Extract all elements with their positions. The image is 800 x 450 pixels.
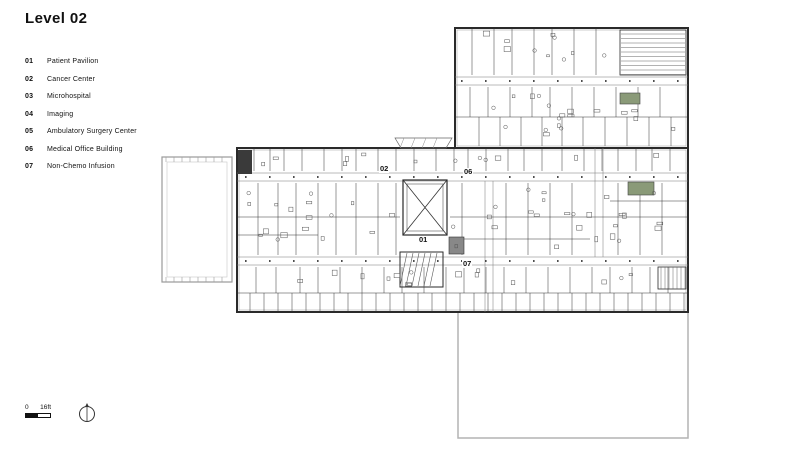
legend-item-patient-pavilion: 01 Patient Pavilion [25,58,137,65]
legend: 01 Patient Pavilion 02 Cancer Center 03 … [25,58,137,170]
legend-item-label: Imaging [47,110,74,118]
legend-item-number: 03 [25,93,34,100]
legend-item-number: 01 [25,58,34,65]
legend-item-cancer-center: 02 Cancer Center [25,76,137,83]
floor-plan: 02 06 01 07 [150,5,695,445]
legend-item-number: 05 [25,128,34,135]
legend-item-number: 04 [25,110,34,118]
legend-item-number: 06 [25,145,34,153]
legend-item-label: Medical Office Building [47,145,123,153]
north-arrow-icon [79,403,95,422]
legend-item-ambulatory-surgery-center: 05 Ambulatory Surgery Center [25,128,137,135]
legend-item-number: 07 [25,163,34,170]
legend-item-microhospital: 03 Microhospital [25,93,137,100]
plan-label-06-medical-office-building: 06 [463,167,474,176]
legend-item-label: Non-Chemo Infusion [47,163,115,170]
legend-item-label: Microhospital [47,93,91,100]
legend-item-number: 02 [25,75,34,83]
floor-plan-drawing [161,27,689,439]
plan-label-02-cancer-center: 02 [379,164,390,173]
scale-zero-label: 0 [25,404,29,411]
scale-bar: 0 16ft [25,404,51,418]
legend-item-medical-office-building: 06 Medical Office Building [25,146,137,153]
scale-bar-graphic [25,413,51,418]
legend-item-imaging: 04 Imaging [25,111,137,118]
page-title: Level 02 [25,10,88,27]
plan-label-07-non-chemo-infusion: 07 [462,259,473,268]
plan-label-01-patient-pavilion: 01 [418,235,429,244]
scale-max-label: 16ft [40,404,51,411]
legend-item-label: Ambulatory Surgery Center [47,128,137,135]
legend-item-non-chemo-infusion: 07 Non-Chemo Infusion [25,163,137,170]
legend-item-label: Cancer Center [47,75,96,83]
legend-item-label: Patient Pavilion [47,58,99,65]
scale-bar-fill [26,414,38,417]
